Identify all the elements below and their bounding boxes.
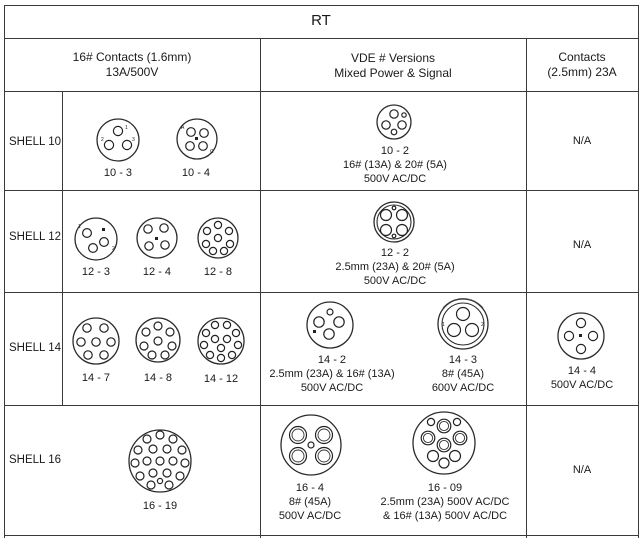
connector-16-09-icon — [412, 411, 476, 475]
connector-14-3-icon: 1 2 — [437, 298, 489, 350]
header-16-contacts: 16# Contacts (1.6mm) 13A/500V — [4, 50, 260, 80]
right-14-4-name: 14 - 4 — [567, 365, 597, 377]
vde-16-09-info: 16 - 09 2.5mm (23A) 500V AC/DC & 16# (13… — [375, 481, 515, 523]
vde-14-3-voltage: 600V AC/DC — [431, 382, 495, 394]
shell-14-label: SHELL 14 — [9, 342, 61, 354]
header-contacts-25-line2: (2.5mm) 23A — [547, 65, 617, 79]
vde-14-2-name: 14 - 2 — [317, 354, 347, 366]
divider-shell14 — [4, 405, 638, 406]
divider-title — [4, 38, 638, 39]
shell-16-na: N/A — [572, 464, 592, 476]
pin-label: 3 — [132, 137, 135, 143]
vde-14-3-spec: 8# (45A) — [441, 368, 485, 380]
vde-10-2-voltage: 500V AC/DC — [363, 173, 427, 185]
shell-10-label: SHELL 10 — [9, 136, 61, 148]
connector-12-4-label: 12 - 4 — [142, 266, 172, 278]
connector-14-7-icon — [72, 317, 120, 365]
vde-16-09-name: 16 - 09 — [427, 482, 463, 494]
pin-label: 2 — [101, 137, 104, 143]
divider-shell10 — [4, 190, 638, 191]
vde-14-3-info: 14 - 3 8# (45A) 600V AC/DC — [408, 353, 518, 395]
border-right — [638, 5, 639, 538]
header-vde: VDE # Versions Mixed Power & Signal — [260, 51, 526, 81]
pin-label: A — [181, 125, 185, 131]
vde-14-2-voltage: 500V AC/DC — [300, 382, 364, 394]
connector-10-2-icon — [376, 104, 412, 140]
vde-16-4-spec: 8# (45A) — [288, 496, 332, 508]
connector-10-3-icon: 1 2 3 — [96, 118, 140, 162]
header-contacts-25: Contacts (2.5mm) 23A — [526, 50, 638, 80]
connector-14-2-icon — [306, 301, 354, 349]
table-title: RT — [311, 12, 331, 29]
right-14-4-voltage: 500V AC/DC — [550, 379, 614, 391]
header-16-contacts-line2: 13A/500V — [105, 65, 159, 79]
connector-16-19-icon — [128, 429, 192, 493]
header-vde-line1: VDE # Versions — [350, 51, 436, 65]
vde-16-09-spec: 2.5mm (23A) 500V AC/DC — [380, 496, 510, 508]
vde-12-2-voltage: 500V AC/DC — [363, 275, 427, 287]
pin-label: 2 — [112, 246, 115, 252]
divider-shell12 — [4, 292, 638, 293]
vde-16-4-info: 16 - 4 8# (45A) 500V AC/DC — [262, 481, 358, 523]
header-contacts-25-line1: Contacts — [558, 50, 606, 64]
shell-12-label: SHELL 12 — [9, 231, 61, 243]
pin-label: 1 — [442, 322, 445, 328]
vde-14-2-info: 14 - 2 2.5mm (23A) & 16# (13A) 500V AC/D… — [262, 353, 402, 395]
vde-12-2-info: 12 - 2 2.5mm (23A) & 20# (5A) 500V AC/DC — [300, 246, 490, 288]
connector-10-4-icon: A C — [176, 118, 218, 160]
col-contacts25-divider — [526, 38, 527, 538]
connector-16-4-icon — [280, 414, 342, 476]
connector-12-2-icon — [373, 201, 415, 243]
header-16-contacts-line1: 16# Contacts (1.6mm) — [72, 50, 192, 64]
connector-14-8-icon — [135, 317, 181, 363]
connector-16-19-label: 16 - 19 — [142, 500, 178, 512]
divider-header — [4, 91, 638, 92]
connector-12-3-icon: 1 2 — [74, 217, 118, 261]
vde-10-2-name: 10 - 2 — [380, 145, 410, 157]
col-vde-divider — [260, 38, 261, 538]
vde-10-2-spec: 16# (13A) & 20# (5A) — [343, 159, 447, 171]
connector-14-12-icon — [197, 317, 245, 365]
header-vde-line2: Mixed Power & Signal — [334, 66, 452, 80]
pin-label: 2 — [481, 322, 484, 328]
border-top — [4, 5, 638, 6]
shell-10-na: N/A — [572, 135, 592, 147]
vde-14-3-name: 14 - 3 — [448, 354, 478, 366]
divider-bottom — [4, 535, 638, 536]
vde-12-2-spec: 2.5mm (23A) & 20# (5A) — [335, 261, 455, 273]
connector-14-7-label: 14 - 7 — [81, 372, 111, 384]
connector-12-3-label: 12 - 3 — [81, 266, 111, 278]
vde-10-2-info: 10 - 2 16# (13A) & 20# (5A) 500V AC/DC — [300, 144, 490, 186]
right-14-4-info: 14 - 4 500V AC/DC — [526, 364, 638, 392]
pin-label: C — [210, 149, 214, 155]
pin-label: 1 — [78, 224, 81, 230]
pin-label: 1 — [125, 125, 128, 131]
connector-10-4-label: 10 - 4 — [181, 167, 211, 179]
connector-12-4-icon — [136, 217, 178, 259]
connector-14-4-icon — [557, 312, 605, 360]
shell-16-label: SHELL 16 — [9, 454, 61, 466]
vde-14-2-spec: 2.5mm (23A) & 16# (13A) — [269, 368, 395, 380]
vde-16-4-voltage: 500V AC/DC — [278, 510, 342, 522]
connector-12-8-icon — [197, 217, 239, 259]
connector-14-12-label: 14 - 12 — [203, 373, 239, 385]
connector-10-3-label: 10 - 3 — [103, 167, 133, 179]
vde-16-4-name: 16 - 4 — [295, 482, 325, 494]
vde-12-2-name: 12 - 2 — [380, 247, 410, 259]
border-left — [4, 5, 5, 538]
connector-12-8-label: 12 - 8 — [203, 266, 233, 278]
connector-14-8-label: 14 - 8 — [143, 372, 173, 384]
vde-16-09-spec2: & 16# (13A) 500V AC/DC — [382, 510, 508, 522]
shell-12-na: N/A — [572, 239, 592, 251]
col-shell-divider — [62, 91, 63, 405]
